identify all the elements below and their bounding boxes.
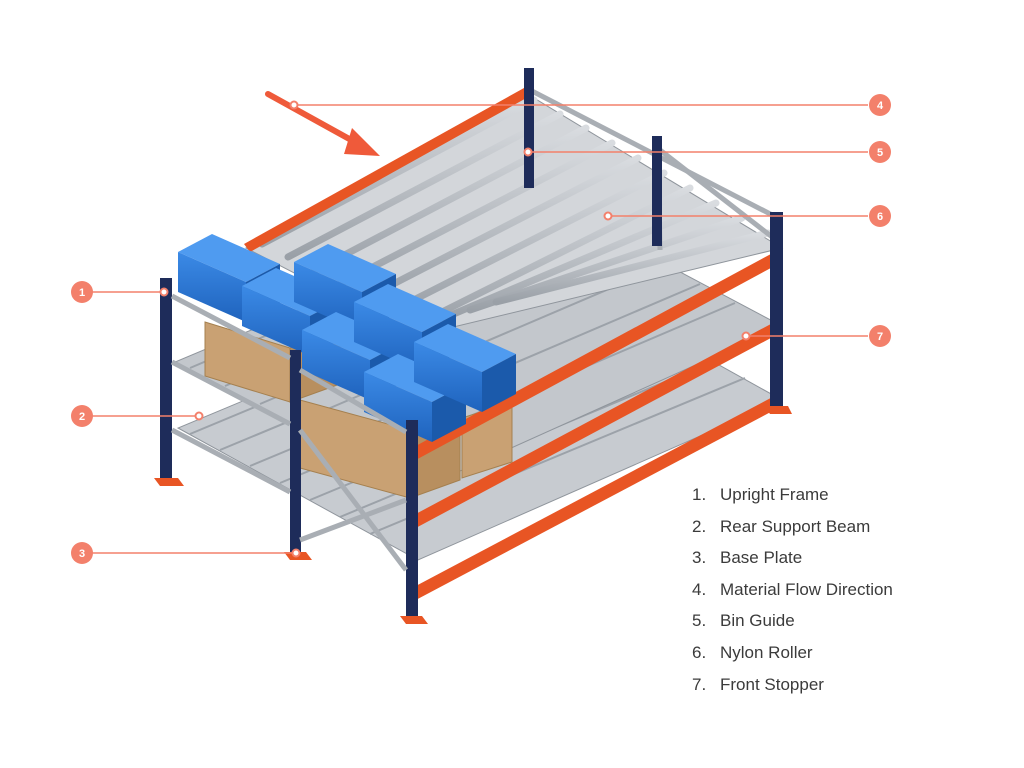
- rear-top-beam: [244, 88, 530, 252]
- bin: [414, 324, 516, 412]
- upright-frames: [160, 68, 783, 620]
- callout-badge-3: 3: [71, 542, 93, 564]
- callout-badge-5: 5: [869, 141, 891, 163]
- blue-bins: [178, 234, 516, 442]
- legend-number: 4.: [692, 579, 707, 599]
- legend-label: Nylon Roller: [720, 642, 813, 662]
- legend-number: 5.: [692, 611, 707, 631]
- callout-badge-2: 2: [71, 405, 93, 427]
- legend-item-material-flow-direction: 4. Material Flow Direction: [692, 577, 1012, 609]
- legend-item-rear-support-beam: 2. Rear Support Beam: [692, 514, 1012, 546]
- callout-number: 7: [877, 331, 883, 343]
- legend-item-nylon-roller: 6. Nylon Roller: [692, 640, 1012, 672]
- callout-number: 5: [877, 147, 883, 159]
- legend-number: 2.: [692, 516, 707, 536]
- legend-number: 6.: [692, 642, 707, 662]
- callout-number: 3: [79, 548, 85, 560]
- legend-number: 1.: [692, 485, 707, 504]
- callout-anchor-dots: [159, 100, 751, 558]
- legend-label: Bin Guide: [720, 611, 795, 631]
- callout-number: 1: [79, 287, 85, 299]
- legend-item-upright-frame: 1. Upright Frame: [692, 482, 1012, 514]
- legend-label: Upright Frame: [720, 485, 829, 504]
- legend-number: 3.: [692, 548, 707, 568]
- legend-label: Front Stopper: [720, 674, 824, 694]
- legend-label: Rear Support Beam: [720, 516, 871, 536]
- legend-item-bin-guide: 5. Bin Guide: [692, 608, 1012, 640]
- callout-badge-7: 7: [869, 325, 891, 347]
- front-beams: [412, 248, 782, 602]
- legend-label: Base Plate: [720, 548, 803, 568]
- callout-number: 2: [79, 411, 85, 423]
- flow-direction-arrow: [265, 91, 380, 156]
- legend-item-base-plate: 3. Base Plate: [692, 545, 1012, 577]
- callout-leaders: [92, 104, 868, 554]
- callout-number: 4: [877, 100, 884, 112]
- legend-number: 7.: [692, 674, 707, 694]
- left-side-rails: [170, 293, 408, 572]
- legend-item-front-stopper: 7. Front Stopper: [692, 672, 1012, 704]
- callout-number: 6: [877, 211, 883, 223]
- legend-label: Material Flow Direction: [720, 579, 893, 599]
- callout-badge-1: 1: [71, 281, 93, 303]
- callout-badge-6: 6: [869, 205, 891, 227]
- callout-badge-4: 4: [869, 94, 891, 116]
- parts-legend: 1. Upright Frame 2. Rear Support Beam 3. Ba…: [692, 482, 1012, 703]
